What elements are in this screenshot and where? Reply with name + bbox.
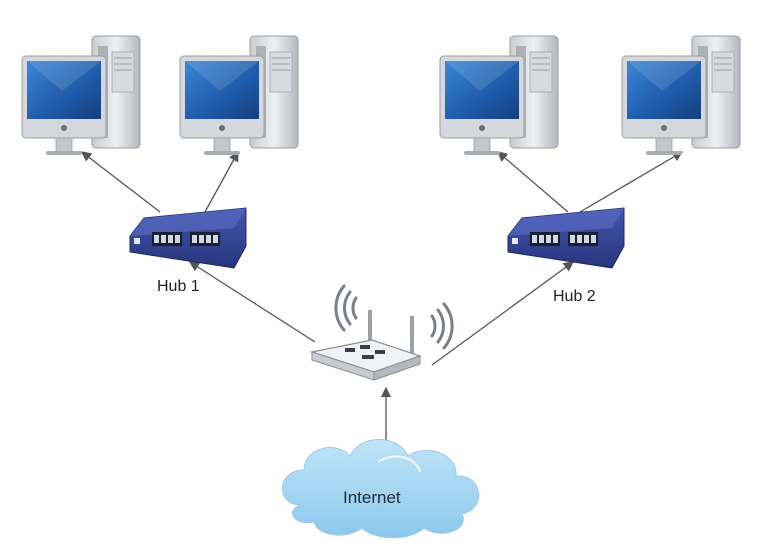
wifi-signal-icon: [334, 284, 454, 350]
hub-2-label: Hub 2: [553, 288, 596, 305]
hub-2: [507, 207, 625, 269]
arrow-hub1-computer1: [80, 151, 161, 213]
internet-label: Internet: [343, 488, 401, 507]
computer-1: [21, 35, 141, 156]
wireless-router: [309, 284, 454, 381]
arrow-hub2-computer3: [497, 151, 569, 213]
arrow-router-hub1: [188, 261, 316, 343]
arrow-hub2-computer4: [579, 151, 684, 213]
arrow-hub1-computer2: [204, 150, 239, 213]
hub-1-label: Hub 1: [157, 278, 200, 295]
arrow-router-hub2: [431, 261, 575, 366]
computer-2: [179, 35, 299, 156]
hub-1: [129, 207, 247, 269]
computer-3: [439, 35, 559, 156]
internet-cloud-icon: [282, 439, 480, 539]
computer-4: [621, 35, 741, 156]
